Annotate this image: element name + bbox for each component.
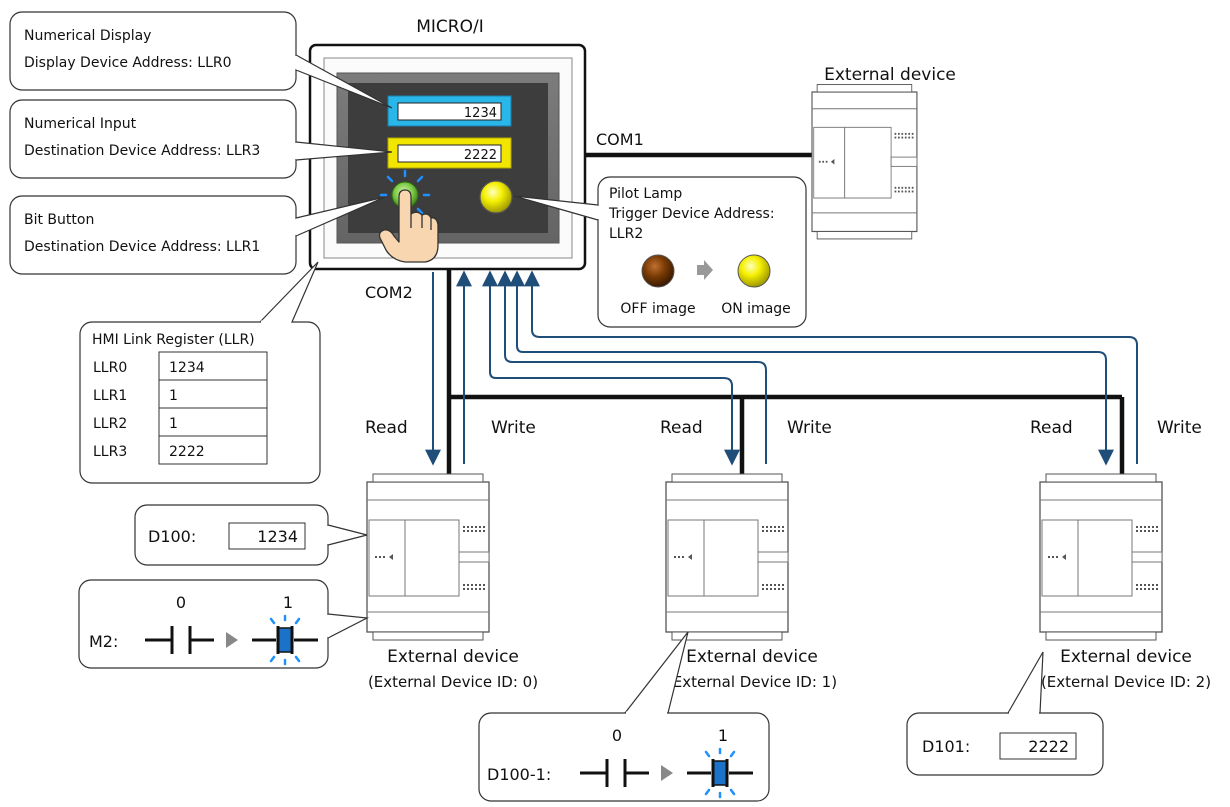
read-arrow-device-2	[509, 270, 1114, 466]
llr-row-name: LLR3	[93, 444, 127, 460]
llr-row-value: 1	[169, 388, 178, 404]
read-label-device-0: Read	[365, 418, 408, 438]
callout-numerical-display-address: Display Device Address: LLR0	[24, 55, 232, 71]
write-label-device-1: Write	[787, 418, 832, 438]
callout-pilot-lamp: Pilot Lamp Trigger Device Address: LLR2 …	[513, 176, 807, 328]
device-0-label: External device	[387, 647, 519, 667]
callout-numerical-display: Numerical Display Display Device Address…	[9, 11, 393, 109]
pointing-hand-icon	[378, 189, 439, 263]
contact-closed-icon	[687, 747, 753, 799]
llr-table-title: HMI Link Register (LLR)	[92, 332, 255, 348]
d100-label: D100:	[148, 527, 196, 546]
com2-label: COM2	[365, 283, 413, 302]
callout-numerical-input-title: Numerical Input	[24, 116, 137, 132]
hmi-title: MICRO/I	[416, 17, 484, 37]
d100-1-label: D100-1:	[487, 765, 551, 784]
top-external-device	[811, 83, 918, 240]
llr-table-callout: HMI Link Register (LLR) LLR0 1234 LLR1 1…	[79, 261, 321, 484]
write-label-device-0: Write	[491, 418, 536, 438]
lamp-on-label: ON image	[721, 301, 791, 317]
callout-bit-button-title: Bit Button	[24, 212, 94, 228]
read-write-arrows	[425, 270, 1138, 466]
d101-callout: D101: 2222	[906, 651, 1104, 776]
arrow-right-icon	[226, 632, 238, 648]
llr-row-name: LLR1	[93, 388, 127, 404]
device-2-label: External device	[1060, 647, 1192, 667]
llr-row-value: 1	[169, 416, 178, 432]
contact-open-icon	[145, 626, 214, 654]
llr-row-name: LLR0	[93, 360, 127, 376]
contact-open-icon	[580, 759, 649, 787]
callout-numerical-input: Numerical Input Destination Device Addre…	[9, 99, 393, 179]
device-1-id: (External Device ID: 1)	[667, 673, 837, 691]
d100-value: 1234	[257, 527, 298, 546]
m2-state-off: 0	[176, 593, 186, 612]
callout-pilot-lamp-trigger: Trigger Device Address:	[608, 206, 775, 222]
external-device-1	[665, 473, 789, 641]
read-label-device-2: Read	[1030, 418, 1073, 438]
arrow-right-icon	[697, 260, 713, 280]
pilot-lamp	[479, 180, 513, 214]
callout-pilot-lamp-address: LLR2	[609, 226, 643, 242]
d101-value: 2222	[1028, 737, 1069, 756]
d100-1-state-off: 0	[612, 726, 622, 745]
llr-row-name: LLR2	[93, 416, 127, 432]
com1-label: COM1	[596, 130, 644, 149]
d100-1-state-on: 1	[718, 726, 728, 745]
m2-label: M2:	[89, 632, 118, 651]
device-2-id: (External Device ID: 2)	[1041, 673, 1211, 691]
contact-closed-icon	[252, 614, 318, 666]
callout-bit-button: Bit Button Destination Device Address: L…	[9, 195, 386, 275]
llr-row-value: 1234	[169, 360, 205, 376]
top-device-label: External device	[824, 65, 956, 85]
m2-callout: 0 1 M2:	[78, 579, 370, 669]
read-label-device-1: Read	[660, 418, 703, 438]
callout-numerical-display-title: Numerical Display	[24, 28, 151, 44]
d100-callout: D100: 1234	[134, 504, 368, 566]
numerical-input-value: 2222	[464, 148, 497, 163]
device-1-label: External device	[686, 647, 818, 667]
write-arrow-device-2	[524, 270, 1138, 464]
external-device-2	[1039, 473, 1163, 641]
callout-pilot-lamp-title: Pilot Lamp	[609, 186, 682, 202]
callout-numerical-input-address: Destination Device Address: LLR3	[24, 143, 260, 159]
llr-row-value: 2222	[169, 444, 205, 460]
d100-1-callout: 0 1 D100-1:	[478, 631, 770, 802]
arrow-right-icon	[661, 765, 673, 781]
d101-label: D101:	[922, 737, 970, 756]
lamp-off-icon	[641, 254, 675, 288]
write-label-device-2: Write	[1157, 418, 1202, 438]
lamp-off-label: OFF image	[620, 301, 695, 317]
external-device-0	[366, 473, 490, 641]
m2-state-on: 1	[283, 593, 293, 612]
device-0-id: (External Device ID: 0)	[368, 673, 538, 691]
numerical-display-value: 1234	[464, 106, 497, 121]
callout-bit-button-address: Destination Device Address: LLR1	[24, 239, 260, 255]
lamp-on-icon	[737, 254, 771, 288]
hmi-unit: MICRO/I 1234 2222	[308, 17, 587, 271]
